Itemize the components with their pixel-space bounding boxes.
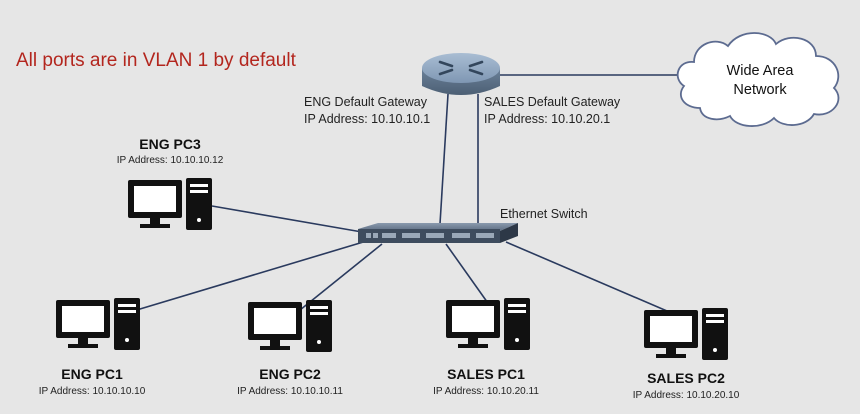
link-eng-gateway xyxy=(439,93,449,225)
pc-eng-pc2-name: ENG PC2 xyxy=(259,366,321,382)
switch-icon xyxy=(358,223,518,243)
eng-gateway-label: ENG Default Gateway IP Address: 10.10.10… xyxy=(304,94,430,128)
pc-sales-pc2-name: SALES PC2 xyxy=(647,370,725,386)
sales-gateway-label: SALES Default Gateway IP Address: 10.10.… xyxy=(484,94,620,128)
pc-eng-pc1-icon xyxy=(56,298,140,350)
pc-eng-pc3-icon xyxy=(128,178,212,230)
wan-label-line2: Network xyxy=(733,82,787,98)
pc-sales-pc1-name: SALES PC1 xyxy=(447,366,525,382)
pc-eng-pc3-ip: IP Address: 10.10.10.12 xyxy=(116,155,224,166)
eng-gateway-ip: IP Address: 10.10.10.1 xyxy=(304,112,431,126)
vlan-banner: All ports are in VLAN 1 by default xyxy=(16,50,296,71)
sales-gateway-name: SALES Default Gateway xyxy=(484,95,621,109)
link-sales-pc1 xyxy=(445,243,491,307)
wan-label-line1: Wide Area xyxy=(726,63,794,79)
pc-eng-pc1-name: ENG PC1 xyxy=(61,366,123,382)
router-icon xyxy=(422,53,500,95)
eng-gateway-name: ENG Default Gateway xyxy=(304,95,427,109)
pc-eng-pc3-name: ENG PC3 xyxy=(139,136,201,152)
pc-sales-pc1-ip: IP Address: 10.10.20.11 xyxy=(433,386,539,397)
cloud-icon xyxy=(676,32,840,127)
pc-sales-pc2-icon xyxy=(644,308,728,360)
network-links xyxy=(129,74,686,315)
pc-eng-pc2-icon xyxy=(248,300,332,352)
pc-eng-pc1-ip: IP Address: 10.10.10.10 xyxy=(38,386,146,397)
sales-gateway-ip: IP Address: 10.10.20.1 xyxy=(484,112,611,126)
pc-sales-pc2-ip: IP Address: 10.10.20.10 xyxy=(632,390,740,401)
switch-label: Ethernet Switch xyxy=(500,207,588,221)
link-sales-pc2 xyxy=(505,241,675,315)
link-eng-pc3 xyxy=(211,205,363,233)
pc-sales-pc1-icon xyxy=(446,298,530,350)
link-eng-pc1 xyxy=(129,239,371,313)
pc-eng-pc2-ip: IP Address: 10.10.10.11 xyxy=(237,386,343,397)
link-eng-pc2 xyxy=(299,243,383,311)
wan-label: Wide Area Network xyxy=(727,62,794,100)
